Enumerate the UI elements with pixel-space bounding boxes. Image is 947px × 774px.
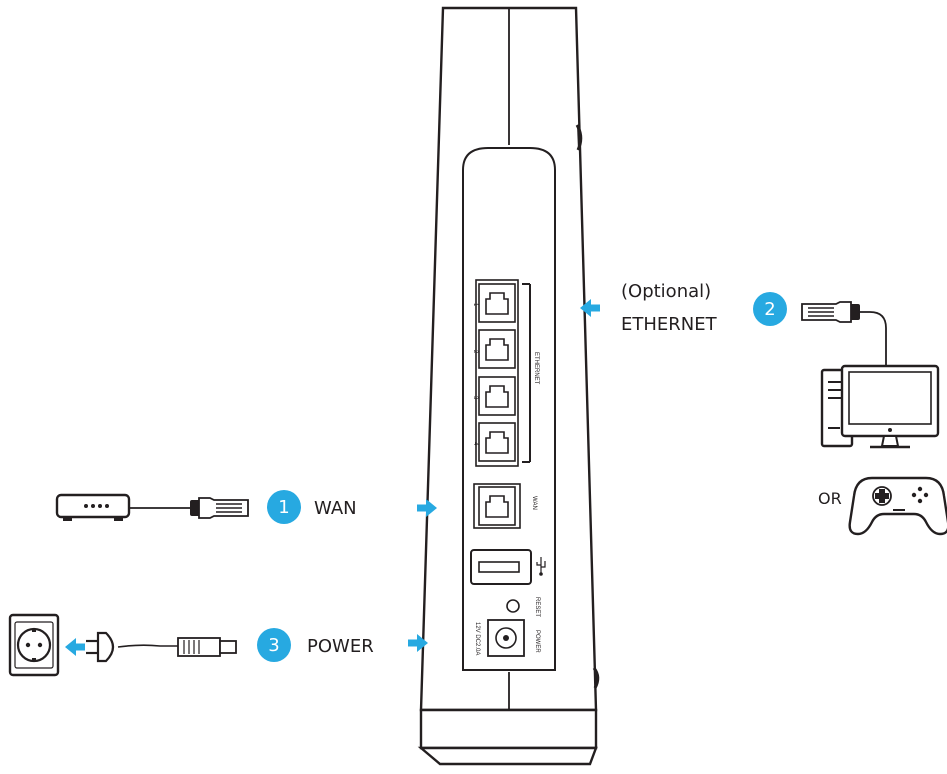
wan-connection: 1 WAN (55, 490, 437, 524)
step-1-label: WAN (314, 498, 357, 519)
port-number-2: 2 (472, 350, 478, 354)
power-cable (117, 644, 178, 648)
game-controller-icon (848, 476, 947, 536)
reset-button[interactable] (506, 599, 520, 613)
dc-plug-icon (177, 637, 237, 657)
step-2-badge (753, 292, 787, 326)
port-number-4: 4 (472, 442, 478, 446)
dc-rating-label: 12V DC2.0A (474, 622, 480, 655)
step-1-number: 1 (278, 497, 289, 518)
wall-socket-icon (8, 613, 60, 677)
step-3-label: POWER (307, 636, 374, 657)
step-3-number: 3 (268, 635, 279, 656)
ethernet-port-1[interactable] (478, 283, 516, 323)
step-2-label-optional: (Optional) (621, 281, 711, 302)
ethernet-port-4[interactable] (478, 422, 516, 462)
port-number-3: 3 (472, 396, 478, 400)
ethernet-plug-icon (189, 497, 249, 519)
step-3-badge (257, 628, 291, 662)
modem-icon (55, 493, 131, 521)
ethernet-panel-label: ETHERNET (533, 352, 539, 385)
desktop-computer-icon (820, 364, 940, 449)
step-1-badge (267, 490, 301, 524)
router-side-button-bottom (592, 667, 600, 689)
usb-icon (536, 557, 546, 576)
step-2-label-ethernet: ETHERNET (621, 314, 718, 335)
ethernet-cable (858, 311, 887, 366)
power-panel-label: POWER (534, 630, 540, 653)
ethernet-port-2[interactable] (478, 329, 516, 369)
power-plug-icon (86, 631, 115, 663)
ethernet-plug-icon-2 (801, 301, 861, 323)
port-number-1: 1 (472, 303, 478, 307)
router-side-button-top (575, 124, 583, 151)
ethernet-port-3[interactable] (478, 376, 516, 416)
wan-panel-label: WAN (531, 496, 537, 510)
or-label: OR (818, 489, 842, 508)
router-base (419, 708, 598, 750)
step-2-number: 2 (764, 299, 775, 320)
router-foot (417, 746, 598, 766)
ethernet-connection: (Optional) ETHERNET 2 OR (580, 281, 947, 536)
wan-port[interactable] (478, 486, 516, 526)
socket-arrow-icon (65, 638, 85, 656)
router: 1 2 3 4 ETHERNET WAN RESET 12V DC2.0A PO… (417, 6, 600, 766)
reset-panel-label: RESET (534, 597, 540, 617)
power-connection: 3 POWER (8, 613, 428, 677)
